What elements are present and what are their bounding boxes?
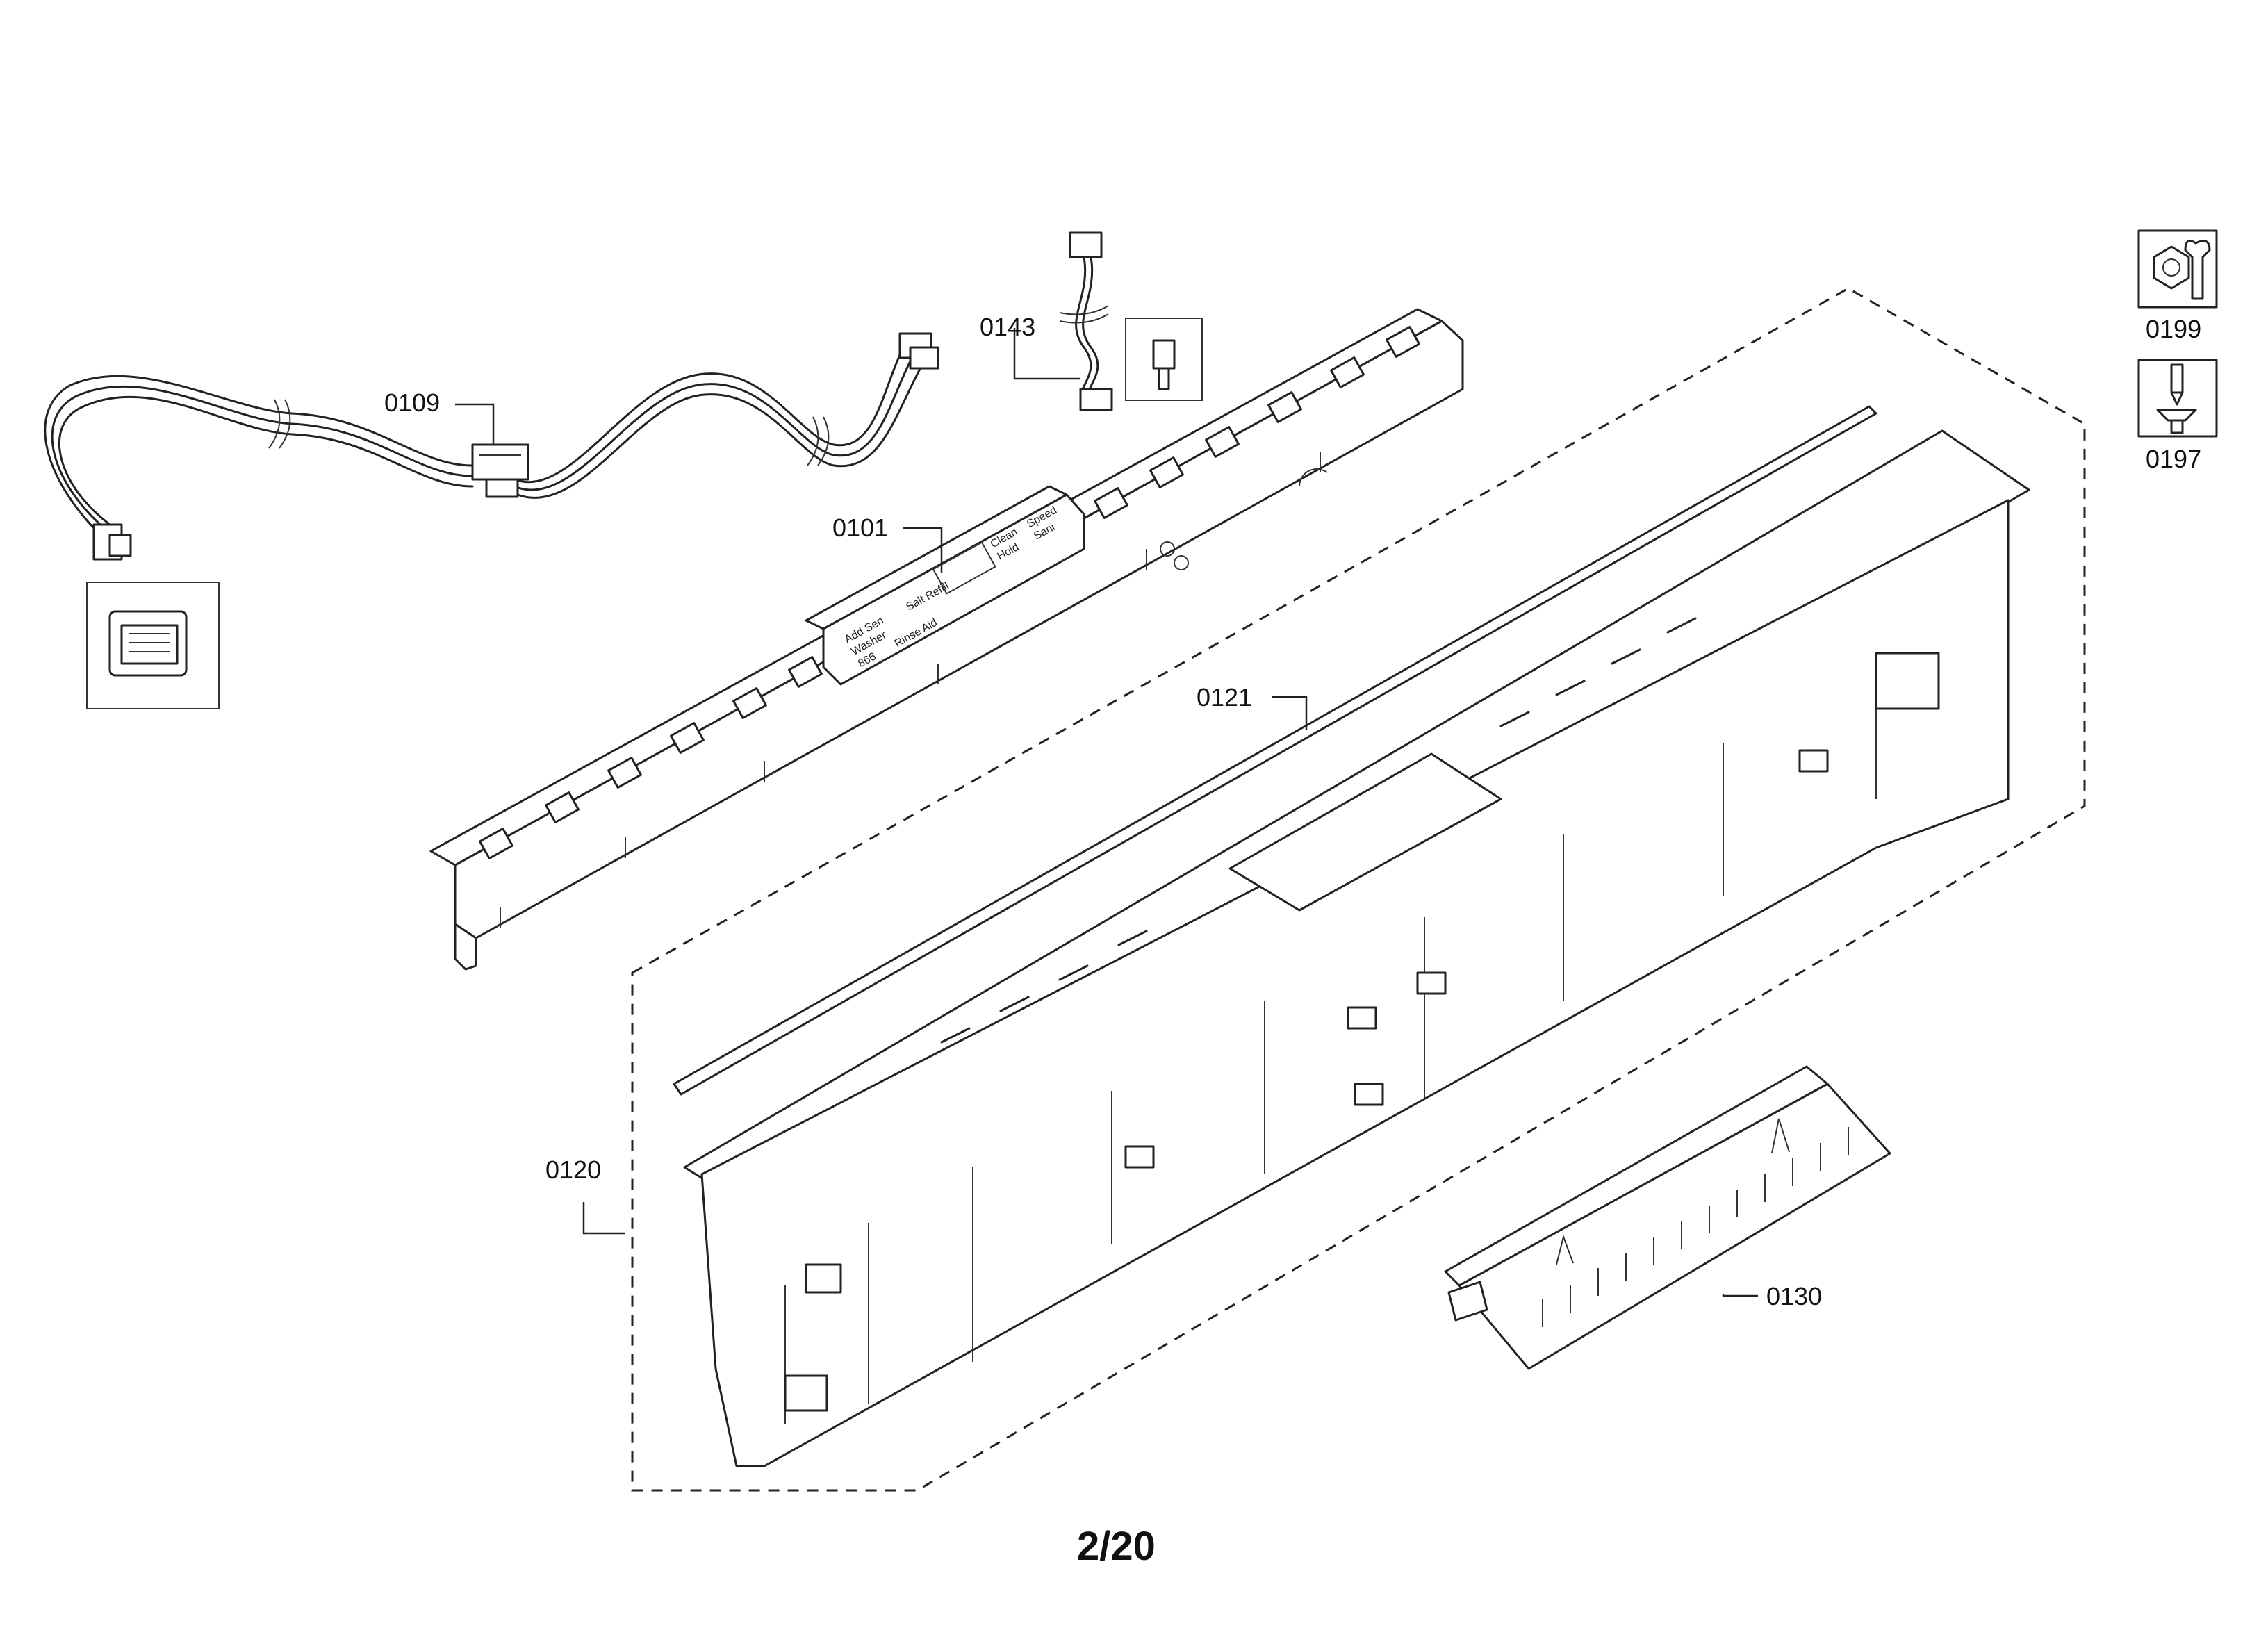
top-slots [940, 617, 1697, 1044]
part-label-0199: 0199 [2146, 315, 2201, 343]
sensor-detail-box [1125, 318, 1203, 401]
part-label-0109: 0109 [384, 388, 440, 417]
part-label-0101: 0101 [832, 513, 888, 542]
control-module-0101[interactable]: Add Sen Washer 866 Rinse Aid Salt Refill… [429, 308, 1464, 971]
leader-lines [455, 328, 1758, 1297]
part-label-0197: 0197 [2146, 445, 2201, 473]
cover-part-0130[interactable] [1444, 1065, 1891, 1370]
control-panel-housing-0120[interactable] [683, 429, 2030, 1467]
part-label-0120: 0120 [545, 1155, 601, 1184]
seal-strip-0121[interactable] [673, 405, 1877, 1096]
assembly-boundary [631, 287, 2086, 1492]
part-label-0121: 0121 [1197, 683, 1252, 711]
connector-detail-box [86, 582, 220, 709]
wire-harness-0109[interactable] [44, 332, 939, 561]
nut-wrench-icon [2137, 229, 2218, 309]
part-label-0143: 0143 [980, 313, 1035, 341]
screwdriver-screw-icon [2137, 359, 2218, 438]
sensor-cable-0143[interactable] [1059, 231, 1113, 411]
part-label-0130: 0130 [1766, 1282, 1822, 1310]
page-number: 2/20 [1077, 1524, 1156, 1569]
